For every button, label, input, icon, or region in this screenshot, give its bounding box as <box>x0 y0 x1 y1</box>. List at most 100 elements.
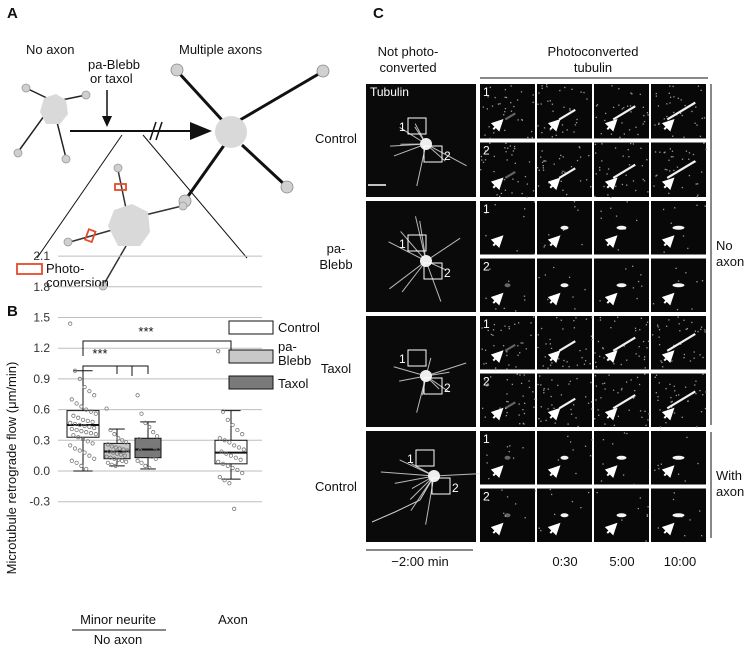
data-point <box>224 451 229 456</box>
roi-label-1: 1 <box>407 452 414 466</box>
y-tick-labels: 2.11.81.51.20.90.60.30.0-0.3 <box>29 249 50 509</box>
data-point <box>232 443 237 448</box>
micrograph-tile <box>537 84 592 140</box>
treatment-label-line1: pa-Blebb <box>88 57 140 72</box>
data-point <box>107 449 112 454</box>
arrow-icon <box>490 118 504 132</box>
data-point <box>105 442 111 447</box>
legend-label-taxol: Taxol <box>278 376 308 391</box>
roi-label-2: 2 <box>444 381 451 395</box>
data-point <box>88 431 94 436</box>
no-axon-label: No axon <box>26 42 74 57</box>
arrow-icon <box>661 350 675 364</box>
data-point <box>72 368 78 373</box>
panel-b: B 2.11.81.51.20.90.60.30.0-0.3 Microtubu… <box>4 249 320 647</box>
y-tick-label: 0.6 <box>33 403 50 417</box>
micrograph-tile <box>651 201 706 255</box>
roi-label-2: 2 <box>452 481 459 495</box>
data-point <box>240 470 245 476</box>
micrograph-tile <box>537 142 592 197</box>
tubulin-label: Tubulin <box>370 85 409 99</box>
photoconversion-label-line1: Photo- <box>46 261 84 276</box>
data-point <box>104 406 109 411</box>
data-point <box>85 418 90 423</box>
data-point <box>220 461 226 466</box>
data-point <box>84 407 89 412</box>
y-tick-label: 1.2 <box>33 341 50 355</box>
tile-index-label: 2 <box>483 260 490 274</box>
data-point <box>114 451 120 456</box>
data-point <box>135 393 140 398</box>
data-point <box>69 458 74 463</box>
data-point <box>111 450 116 455</box>
data-point <box>140 439 145 444</box>
micrograph-overview-3: 12 <box>366 316 476 427</box>
data-point <box>121 447 126 452</box>
y-tick-label: 0.9 <box>33 372 50 386</box>
data-point <box>124 440 129 445</box>
group-label-with-1: With <box>716 468 742 483</box>
data-point <box>217 436 222 441</box>
arrow-icon <box>490 407 504 421</box>
data-point <box>117 446 122 451</box>
data-point <box>74 427 79 433</box>
y-tick-label: 1.8 <box>33 280 50 294</box>
data-point <box>139 460 144 465</box>
arrow-icon <box>604 177 618 191</box>
legend-swatch-pablebb <box>228 349 274 364</box>
data-point <box>82 450 87 455</box>
data-point <box>230 465 235 471</box>
sig-label-axon: *** <box>138 324 153 339</box>
data-point <box>222 478 227 483</box>
micrograph-tile <box>594 488 649 542</box>
micrograph-overview-2: 12 <box>366 201 476 312</box>
data-point <box>71 433 76 438</box>
micrograph-tile <box>537 431 593 485</box>
treatment-label-line2: or taxol <box>90 71 133 86</box>
col-head-not-photoconverted-2: converted <box>379 60 436 75</box>
legend-label-control: Control <box>278 320 320 335</box>
arrow-icon <box>604 407 618 421</box>
data-point <box>125 448 130 453</box>
data-point <box>108 427 113 433</box>
col-head-photoconverted-2: tubulin <box>574 60 612 75</box>
neuron-no-axon <box>13 83 91 164</box>
data-point <box>69 397 74 402</box>
data-point <box>122 453 127 458</box>
roi-label-1: 1 <box>399 352 406 366</box>
arrow-icon <box>490 292 504 306</box>
data-point <box>77 376 82 381</box>
data-point <box>120 458 125 463</box>
x-label-no-axon: No axon <box>94 632 142 647</box>
arrow-icon <box>661 235 675 249</box>
data-point <box>68 420 73 426</box>
data-point <box>72 421 78 427</box>
data-point <box>230 422 235 428</box>
data-point <box>153 456 158 461</box>
roi-box-1 <box>407 349 427 367</box>
arrow-icon <box>547 465 561 479</box>
time-label-left: −2:00 min <box>391 554 448 569</box>
legend-swatch-taxol <box>228 375 274 390</box>
data-point <box>79 404 84 409</box>
data-point <box>68 321 73 326</box>
data-point <box>79 463 84 468</box>
data-point <box>116 436 121 441</box>
panel-a: A No axon Multiple axons pa-Blebb or tax… <box>7 5 330 291</box>
micrograph-tile <box>651 142 707 198</box>
arrow-icon <box>547 350 561 364</box>
data-point <box>156 447 161 452</box>
data-point <box>147 465 152 471</box>
data-point <box>217 475 222 480</box>
micrograph-tile <box>651 373 707 428</box>
box-4 <box>214 349 248 511</box>
data-point <box>145 452 151 457</box>
data-point <box>90 419 95 424</box>
data-point <box>87 453 92 458</box>
row-label-taxol: Taxol <box>321 361 351 376</box>
micrograph-tile <box>651 488 706 542</box>
col-head-not-photoconverted-1: Not photo- <box>378 44 439 59</box>
roi-box-2 <box>423 262 443 280</box>
tile-index-label: 1 <box>483 202 490 216</box>
data-point <box>77 422 82 428</box>
